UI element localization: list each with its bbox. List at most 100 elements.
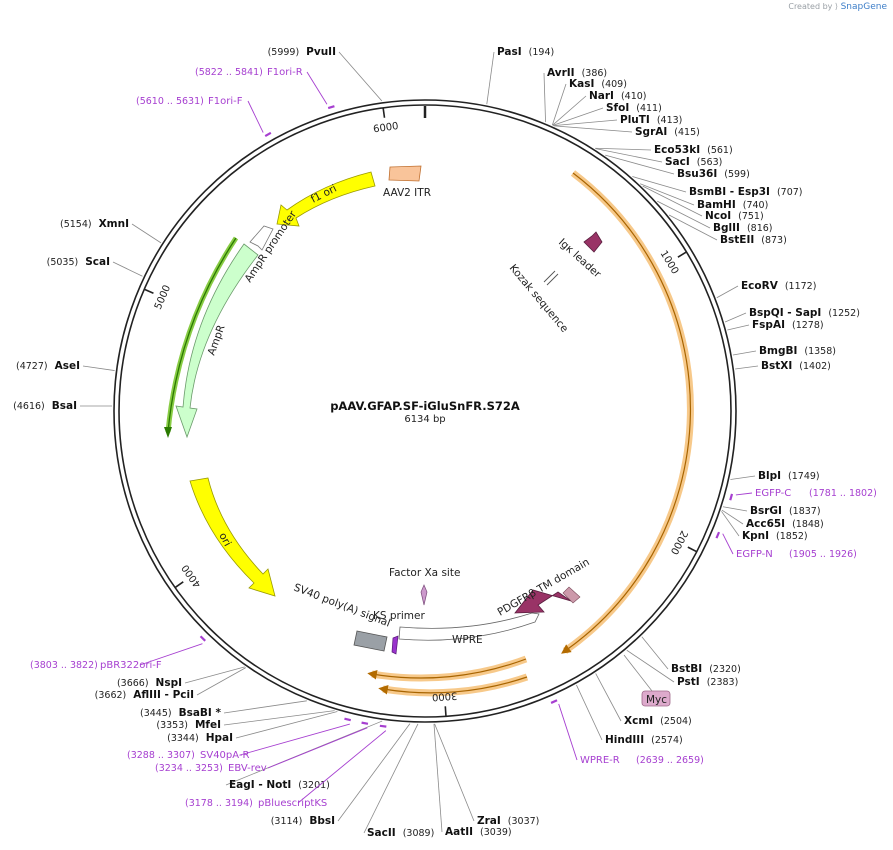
primer-egfp-c: (1781 .. 1802)EGFP-C xyxy=(755,488,877,499)
enzyme-leader-line xyxy=(552,95,587,126)
enzyme-mfei: MfeI(3353) xyxy=(156,719,221,731)
enzyme-name: Eco53kI xyxy=(654,144,700,156)
enzyme-leader-line xyxy=(721,511,740,537)
enzyme-leader-line xyxy=(82,365,115,371)
feature-label-ampr-promoter: AmpR promoter xyxy=(243,208,300,284)
enzyme-bsu36i: Bsu36I(599) xyxy=(677,168,750,180)
enzyme-name: BsrGI xyxy=(750,505,782,517)
enzyme-position: (561) xyxy=(707,145,733,156)
enzyme-ncoi: NcoI(751) xyxy=(705,210,764,222)
feature-ori xyxy=(189,477,276,597)
enzyme-leader-line xyxy=(235,711,338,739)
enzyme-position: (1278) xyxy=(792,320,824,331)
enzyme-fspai: FspAI(1278) xyxy=(752,319,824,331)
enzyme-xmni: XmnI(5154) xyxy=(60,218,129,230)
enzyme-position: (1252) xyxy=(828,308,860,319)
enzyme-psti: PstI(2383) xyxy=(677,676,738,688)
primer-name: pBluescriptKS xyxy=(258,798,327,809)
enzyme-position: (4616) xyxy=(13,401,45,412)
enzyme-position: (816) xyxy=(747,223,773,234)
enzyme-saci: SacI(563) xyxy=(665,156,722,168)
primer-range: (3234 .. 3253) xyxy=(155,763,223,774)
primer-site-mark xyxy=(729,493,734,501)
enzyme-position: (3114) xyxy=(271,816,303,827)
enzyme-name: NcoI xyxy=(705,210,731,222)
enzyme-name: SacII xyxy=(367,827,396,839)
enzyme-position: (1358) xyxy=(804,346,836,357)
feature-kozak xyxy=(543,270,559,286)
enzyme-position: (1852) xyxy=(776,531,808,542)
primer-sv40pa-r: (3288 .. 3307)SV40pA-R xyxy=(127,750,249,761)
enzyme-acc65i: Acc65I(1848) xyxy=(746,518,824,530)
enzyme-leader-line xyxy=(112,261,143,277)
primer-name: SV40pA-R xyxy=(200,750,249,761)
enzyme-leader-line xyxy=(223,700,307,714)
primer-leader-line xyxy=(558,703,578,761)
enzyme-position: (5035) xyxy=(47,257,79,268)
enzyme-nari: NarI(410) xyxy=(589,90,647,102)
enzyme-bsai: BsaI(4616) xyxy=(13,400,77,412)
primer-site-mark xyxy=(715,531,721,539)
enzyme-position: (4727) xyxy=(16,361,48,372)
enzyme-leader-line xyxy=(553,119,618,126)
primer-site-mark xyxy=(550,699,558,704)
enzyme-name: BsaBI * xyxy=(179,707,222,719)
enzyme-leader-line xyxy=(605,154,675,175)
enzyme-eagi-noti: EagI - NotI(3201) xyxy=(229,779,330,791)
enzyme-name: ScaI xyxy=(85,256,110,268)
enzyme-zrai: ZraI(3037) xyxy=(477,815,539,827)
snapgene-credit: Created by ⟩ SnapGene xyxy=(788,2,887,12)
feature-ampr-promoter xyxy=(249,225,274,251)
feature-label-myc: Myc xyxy=(646,694,667,706)
enzyme-name: PstI xyxy=(677,676,700,688)
enzyme-leader-line xyxy=(735,365,759,370)
enzyme-name: HindIII xyxy=(605,734,644,746)
primer-site-mark xyxy=(361,721,369,725)
enzyme-position: (1402) xyxy=(799,361,831,372)
enzyme-leader-line xyxy=(486,51,495,105)
orf-main-arc xyxy=(562,170,694,654)
feature-label-wpre: WPRE xyxy=(452,634,483,646)
feature-f1-ori xyxy=(276,171,376,227)
enzyme-afliii-pcii: AflIII - PciI(3662) xyxy=(95,689,194,701)
enzyme-name: AvrII xyxy=(547,67,575,79)
backbone-outer xyxy=(113,99,737,723)
enzyme-scai: ScaI (5035) xyxy=(47,256,110,268)
enzyme-bsteii: BstEII(873) xyxy=(720,234,787,246)
enzyme-kasi: KasI(409) xyxy=(569,78,627,90)
enzyme-pvuii: PvuII(5999) xyxy=(268,46,336,58)
enzyme-leader-line xyxy=(716,285,739,299)
enzyme-position: (415) xyxy=(674,127,700,138)
enzyme-name: HpaI xyxy=(206,732,233,744)
enzyme-name: PasI xyxy=(497,46,522,58)
primer-name: EBV-rev xyxy=(228,763,267,774)
tick-label: 6000 xyxy=(373,121,400,135)
enzyme-position: (3037) xyxy=(508,816,540,827)
primer-range: (2639 .. 2659) xyxy=(636,755,704,766)
tick-mark xyxy=(174,581,184,589)
enzyme-leader-line xyxy=(337,723,411,822)
brand-name: SnapGene xyxy=(840,2,887,12)
tick-mark xyxy=(687,546,698,553)
primer-range: (3803 .. 3822) xyxy=(30,660,98,671)
enzyme-position: (3089) xyxy=(403,828,435,839)
enzyme-leader-line xyxy=(727,324,750,331)
primer-site-mark xyxy=(264,131,272,138)
primer-range: (5822 .. 5841) xyxy=(195,67,263,78)
enzyme-kpni: KpnI(1852) xyxy=(742,530,808,542)
feature-igk-leader xyxy=(583,231,603,253)
enzyme-leader-line xyxy=(641,636,669,670)
enzyme-name: EcoRV xyxy=(741,280,779,292)
credit-text: Created by xyxy=(788,2,833,11)
primer-range: (3178 .. 3194) xyxy=(185,798,253,809)
tick-mark xyxy=(677,251,687,258)
enzyme-name: KasI xyxy=(569,78,594,90)
enzyme-position: (3666) xyxy=(117,678,149,689)
enzyme-leader-line xyxy=(730,475,756,480)
enzyme-position: (413) xyxy=(657,115,683,126)
enzyme-position: (1749) xyxy=(788,471,820,482)
enzyme-position: (1837) xyxy=(789,506,821,517)
enzyme-position: (3344) xyxy=(167,733,199,744)
feature-label-aav2-itr: AAV2 ITR xyxy=(383,187,431,199)
